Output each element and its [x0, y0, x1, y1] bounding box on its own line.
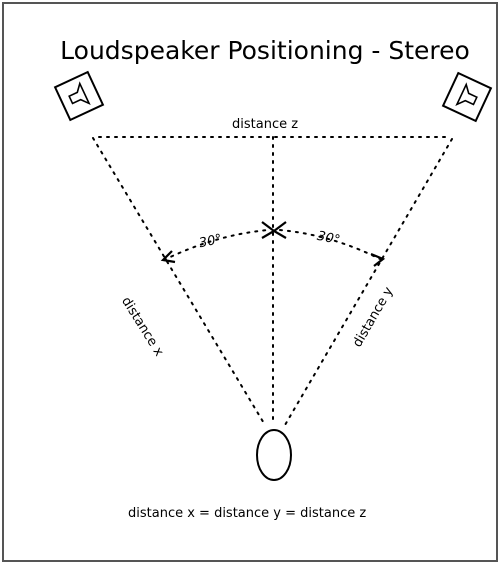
- right-speaker-icon: [441, 71, 493, 123]
- angle-arc-left: [163, 229, 269, 261]
- center-arrowheads: [261, 221, 287, 239]
- distance-z-label: distance z: [232, 117, 299, 132]
- page-title: Loudspeaker Positioning - Stereo: [60, 36, 470, 65]
- distance-x-line: [92, 137, 266, 426]
- distance-y-line: [284, 138, 453, 426]
- left-speaker-icon: [53, 70, 105, 122]
- arrowhead-right: [370, 252, 386, 267]
- equation-label: distance x = distance y = distance z: [128, 506, 367, 521]
- listener-head: [256, 429, 292, 481]
- arrowhead-left: [160, 250, 176, 264]
